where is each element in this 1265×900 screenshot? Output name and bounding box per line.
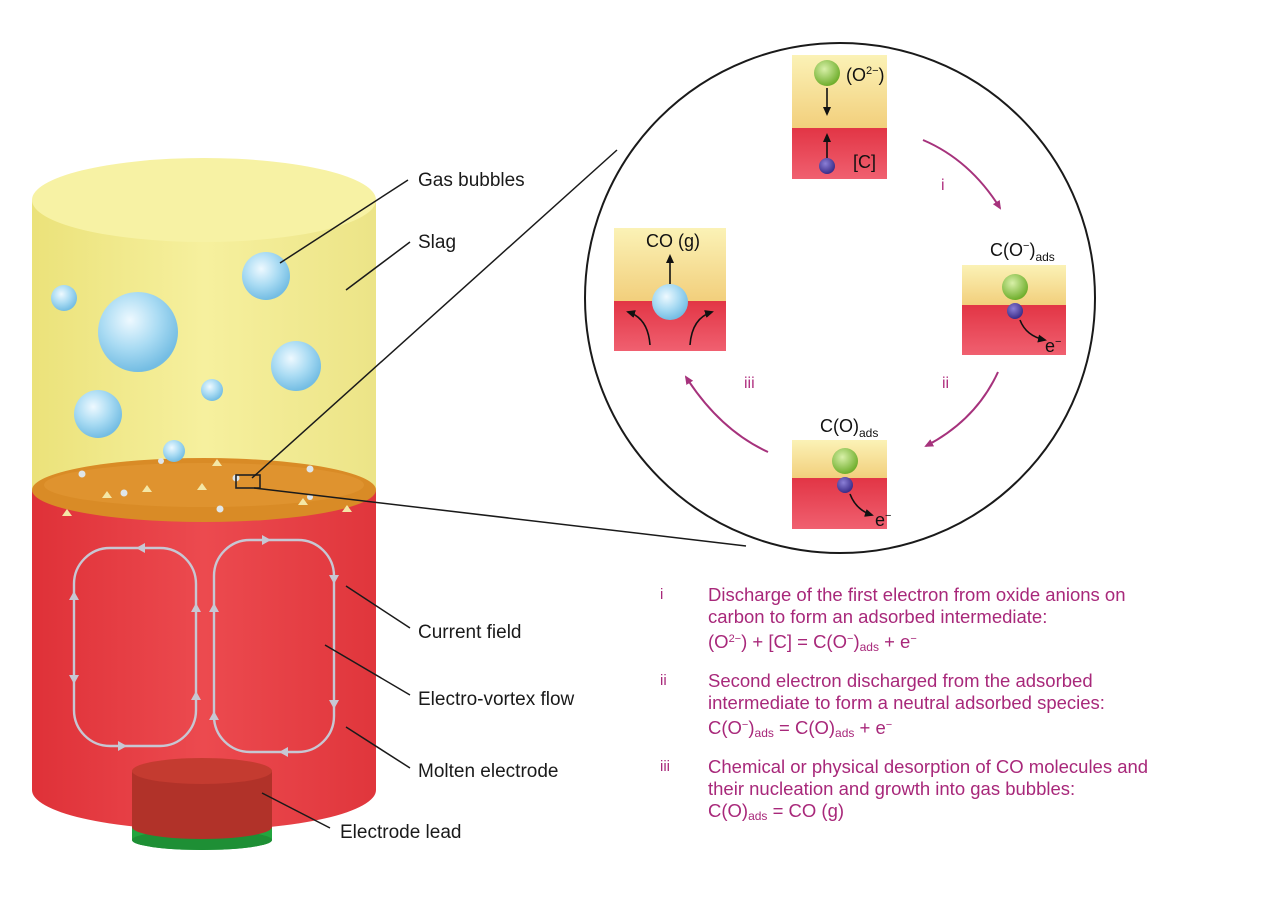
step-left-panel: CO (g) <box>614 228 726 351</box>
label-current-field: Current field <box>418 622 522 643</box>
label-molten-electrode: Molten electrode <box>418 761 558 782</box>
zoom-circle <box>584 42 1096 554</box>
interface-particles <box>62 458 352 516</box>
electrode-lead <box>132 758 272 850</box>
cylinder <box>32 158 376 850</box>
zoom-region <box>235 474 261 489</box>
label-electrode-lead: Electrode lead <box>340 822 461 843</box>
neutral-adsorbed-label: C(O)ads <box>820 416 878 440</box>
co-gas-label: CO (g) <box>646 231 700 251</box>
label-electro-vortex-flow: Electro-vortex flow <box>418 689 575 710</box>
legend-equation: C(O−)ads = C(O)ads + e− <box>708 717 893 740</box>
carbon-atom <box>819 158 835 174</box>
arrow-label-iii: iii <box>744 375 755 392</box>
legend-number: i <box>660 586 664 603</box>
slag-layer <box>32 200 376 530</box>
legend-description: Chemical or physical desorption of CO mo… <box>708 756 1149 799</box>
oxygen-atom <box>814 60 840 86</box>
electron-right: e− <box>1045 336 1061 356</box>
gas-bubbles <box>51 252 321 462</box>
legend-description: Discharge of the first electron from oxi… <box>708 584 1126 627</box>
label-gas-bubbles: Gas bubbles <box>418 170 525 191</box>
legend-equation: C(O)ads = CO (g) <box>708 800 845 823</box>
reaction-legend: i Discharge of the first electron from o… <box>660 584 1250 839</box>
adsorbed-intermediate-label: C(O−)ads <box>990 240 1055 264</box>
leader-lines <box>261 179 411 829</box>
step-bottom-panel: C(O)ads e− <box>792 416 891 530</box>
step-top-panel: (O2−) [C] <box>792 55 887 179</box>
carbon-label: [C] <box>853 152 876 172</box>
legend-item-ii: ii Second electron discharged from the a… <box>660 670 1250 744</box>
legend-number: ii <box>660 672 667 689</box>
arrow-label-ii: ii <box>942 375 949 392</box>
step-right-panel: C(O−)ads e− <box>962 240 1066 356</box>
zoom-connectors <box>251 149 747 547</box>
electron-bottom: e− <box>875 510 891 530</box>
oxide-anion-label: (O2−) <box>846 65 885 85</box>
slag-top <box>32 158 376 242</box>
arrow-label-i: i <box>941 177 945 194</box>
legend-item-i: i Discharge of the first electron from o… <box>660 584 1250 658</box>
legend-item-iii: iii Chemical or physical desorption of C… <box>660 756 1250 827</box>
vortex-arrowheads <box>69 535 339 757</box>
legend-number: iii <box>660 758 670 775</box>
legend-equation: (O2−) + [C] = C(O−)ads + e− <box>708 631 917 654</box>
legend-description: Second electron discharged from the adso… <box>708 670 1105 713</box>
cycle-arrows <box>684 139 1002 453</box>
vortex-loops <box>72 538 336 754</box>
label-slag: Slag <box>418 232 456 253</box>
